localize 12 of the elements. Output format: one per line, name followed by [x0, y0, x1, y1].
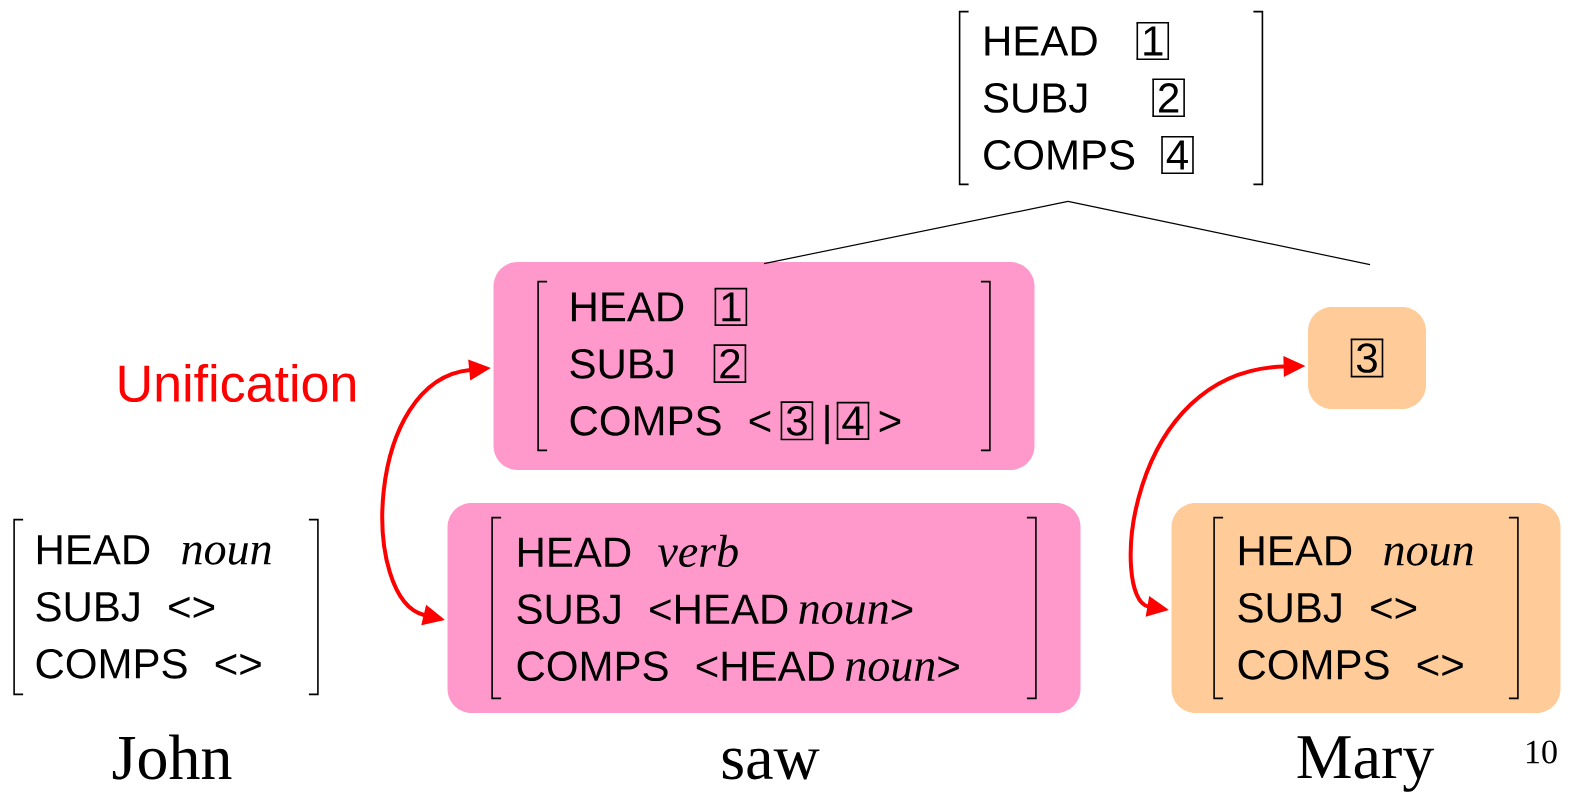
- feature-structure-box: HEAD 1 SUBJ 2 COMPS < 3 | 4 >: [493, 262, 1035, 470]
- tree-line: [763, 200, 1069, 265]
- word-label: saw: [722, 748, 820, 780]
- tree-line: [1067, 200, 1371, 266]
- feature-structure-box: HEAD verb SUBJ <HEAD noun> COMPS <HEAD noun>: [447, 503, 1081, 713]
- annotation-label: Unification: [119, 363, 355, 403]
- tag-box: 3: [1308, 307, 1426, 409]
- feature-structure: HEAD 1 SUBJ 2 COMPS 4: [958, 10, 1264, 186]
- feature-structure: HEAD noun SUBJ <> COMPS <>: [13, 518, 319, 696]
- feature-structure-box: HEAD noun SUBJ <> COMPS <>: [1171, 503, 1561, 713]
- word-label: Mary: [1297, 736, 1435, 792]
- word-label: John: [112, 734, 232, 780]
